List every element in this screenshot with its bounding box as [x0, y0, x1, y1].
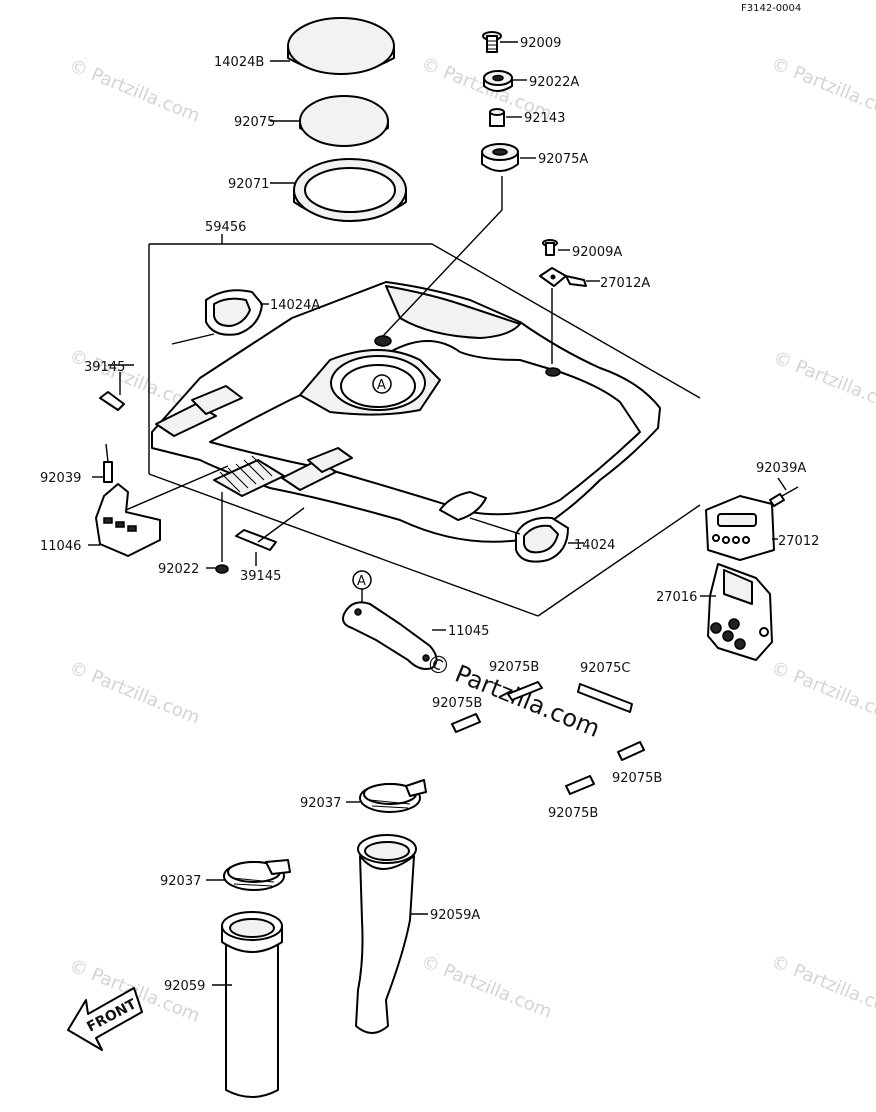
label-92037-upper: 92037 — [300, 796, 341, 811]
watermark: © Partzilla.com — [770, 347, 876, 419]
pad-92075B-3[interactable] — [617, 741, 645, 761]
label-92075B-2: 92075B — [432, 696, 482, 711]
label-92039A: 92039A — [756, 461, 806, 476]
pad-92075C[interactable] — [577, 683, 633, 713]
pad-92075B-4[interactable] — [565, 775, 595, 795]
ref-marker-a-plate: A — [352, 570, 372, 590]
pin-39145-bottom[interactable] — [235, 529, 277, 551]
watermark: © Partzilla.com — [768, 657, 876, 729]
cover-92075[interactable] — [299, 95, 389, 147]
label-92143: 92143 — [524, 111, 565, 126]
label-14024: 14024 — [574, 538, 615, 553]
bracket-11046[interactable] — [95, 483, 161, 557]
label-59456: 59456 — [205, 220, 246, 235]
cap-14024B[interactable] — [287, 17, 395, 75]
collar-92143[interactable] — [489, 108, 505, 127]
pin-39145-top[interactable] — [99, 391, 125, 411]
label-92059: 92059 — [164, 979, 205, 994]
plate-11045[interactable] — [342, 601, 438, 670]
label-92039: 92039 — [40, 471, 81, 486]
stud-92039A[interactable] — [769, 486, 799, 507]
clamp-92037-lower[interactable] — [223, 859, 291, 891]
grommet-14024A[interactable] — [205, 289, 263, 336]
label-92075B-3: 92075B — [612, 771, 662, 786]
washer-92022[interactable] — [215, 564, 229, 574]
watermark: © Partzilla.com — [768, 951, 876, 1023]
label-27012: 27012 — [778, 534, 819, 549]
label-39145-top: 39145 — [84, 360, 125, 375]
screw-92009[interactable] — [482, 31, 502, 53]
duct-92059[interactable] — [221, 911, 283, 1098]
svg-text:A: A — [357, 574, 366, 589]
grommet-14024[interactable] — [515, 516, 569, 563]
pad-92075B-1[interactable] — [507, 681, 543, 701]
label-39145-bottom: 39145 — [240, 569, 281, 584]
watermark: © Partzilla.com — [768, 53, 876, 125]
plate-27012[interactable] — [705, 495, 775, 561]
grommet-92075A[interactable] — [481, 143, 519, 172]
label-92022: 92022 — [158, 562, 199, 577]
watermark: © Partzilla.com — [66, 657, 203, 729]
label-11045: 11045 — [448, 624, 489, 639]
label-92059A: 92059A — [430, 908, 480, 923]
label-92075B-1: 92075B — [489, 660, 539, 675]
label-92037-lower: 92037 — [160, 874, 201, 889]
box-27016[interactable] — [707, 563, 773, 661]
label-92009: 92009 — [520, 36, 561, 51]
ref-marker-a-cover: A — [372, 374, 392, 394]
watermark: © Partzilla.com — [418, 951, 555, 1023]
grommet-92022A[interactable] — [483, 70, 513, 92]
stud-92039[interactable] — [103, 443, 113, 483]
label-14024A: 14024A — [270, 298, 320, 313]
label-92075B-4: 92075B — [548, 806, 598, 821]
label-92071: 92071 — [228, 177, 269, 192]
screw-92009A[interactable] — [542, 239, 558, 256]
label-14024B: 14024B — [214, 55, 264, 70]
ring-92071[interactable] — [293, 158, 407, 222]
figure-code: F3142-0004 — [741, 3, 801, 14]
watermark: © Partzilla.com — [66, 55, 203, 127]
clamp-92037-upper[interactable] — [359, 779, 427, 813]
label-92075C: 92075C — [580, 661, 630, 676]
label-92075: 92075 — [234, 115, 275, 130]
front-arrow-icon: FRONT — [67, 987, 143, 1051]
svg-text:A: A — [377, 378, 386, 393]
label-92009A: 92009A — [572, 245, 622, 260]
pad-92075B-2[interactable] — [451, 713, 481, 733]
label-27012A: 27012A — [600, 276, 650, 291]
main-cover-59456[interactable] — [148, 243, 701, 617]
label-92075A: 92075A — [538, 152, 588, 167]
bracket-27012A[interactable] — [539, 267, 587, 287]
label-92022A: 92022A — [529, 75, 579, 90]
label-11046: 11046 — [40, 539, 81, 554]
label-27016: 27016 — [656, 590, 697, 605]
duct-92059A[interactable] — [355, 834, 417, 1034]
